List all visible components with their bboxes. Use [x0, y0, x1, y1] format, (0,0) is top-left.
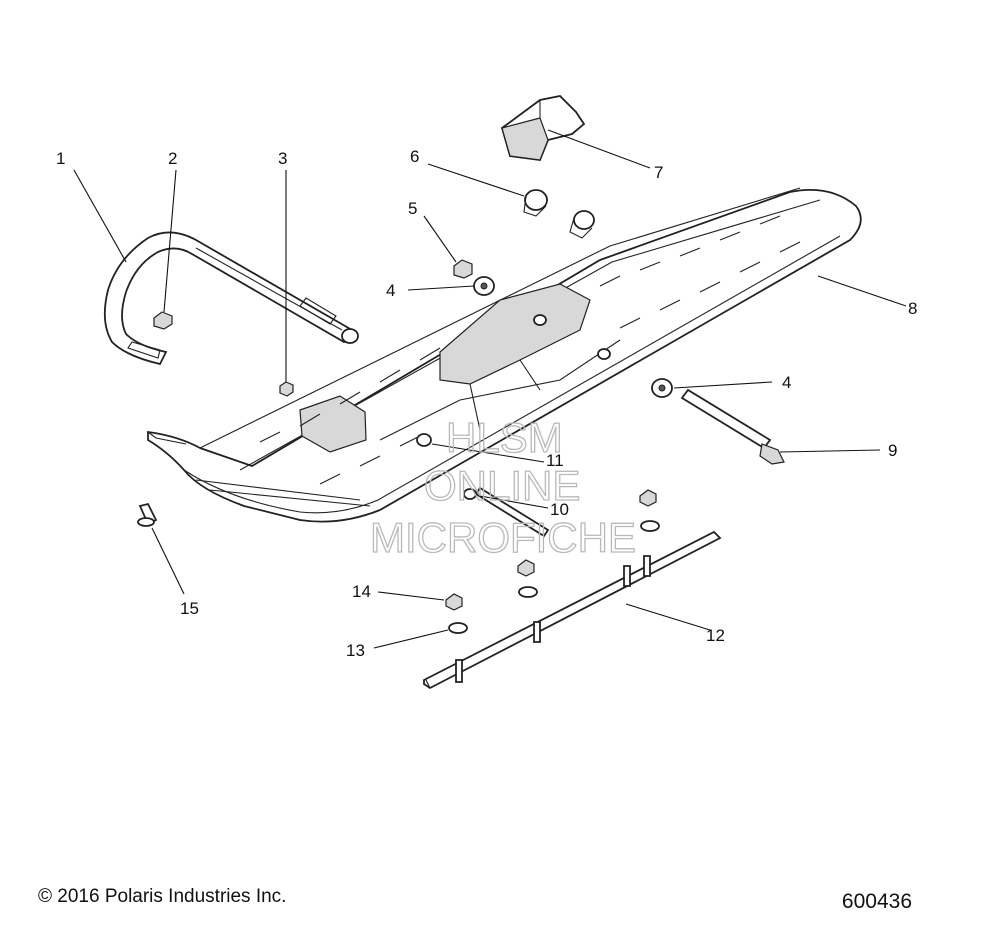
watermark: HLSM ONLINE MICROFICHE [369, 413, 636, 561]
callout-8: 8 [908, 299, 917, 318]
nut-part-5 [453, 259, 473, 279]
callout-11: 11 [546, 451, 564, 470]
ski-body-part [147, 187, 862, 523]
callout-labels: 1 2 3 4 4 5 6 7 8 9 10 11 12 13 14 15 [56, 147, 917, 660]
runner-washer-part-13 [448, 520, 660, 634]
callout-7: 7 [654, 163, 663, 182]
callout-2: 2 [168, 149, 177, 168]
washer-part-11 [416, 433, 432, 447]
carbide-runner-part [423, 530, 722, 690]
bolt-part-10 [463, 486, 550, 538]
callout-9: 9 [888, 441, 897, 460]
watermark-line-3: MICROFICHE [370, 514, 636, 561]
rivet-part-15 [137, 502, 158, 527]
callout-4-upper: 4 [386, 281, 395, 300]
watermark-line-2: ONLINE [424, 462, 580, 509]
callout-6: 6 [410, 147, 419, 166]
handle-nut-part [153, 311, 173, 330]
ski-handle-part [103, 231, 359, 366]
callout-14: 14 [352, 582, 371, 601]
callout-12: 12 [706, 626, 725, 645]
washer-part-4a [473, 276, 495, 296]
nut-part-3 [279, 381, 294, 397]
callout-1: 1 [56, 149, 65, 168]
ski-bracket-part [500, 95, 586, 161]
callout-15: 15 [180, 599, 199, 618]
callout-5: 5 [408, 199, 417, 218]
watermark-line-1: HLSM [446, 414, 563, 461]
copyright-notice: © 2016 Polaris Industries Inc. [38, 886, 287, 907]
callout-10: 10 [550, 500, 569, 519]
drawing-number: 600436 [841, 890, 912, 913]
runner-nut-part-14 [445, 489, 657, 611]
washer-part-4b [651, 378, 673, 398]
spindle-bolt-part [680, 388, 785, 465]
leader-lines [73, 129, 907, 649]
callout-4-lower: 4 [782, 373, 791, 392]
bushing-part [523, 189, 595, 239]
callout-13: 13 [346, 641, 365, 660]
callout-3: 3 [278, 149, 287, 168]
